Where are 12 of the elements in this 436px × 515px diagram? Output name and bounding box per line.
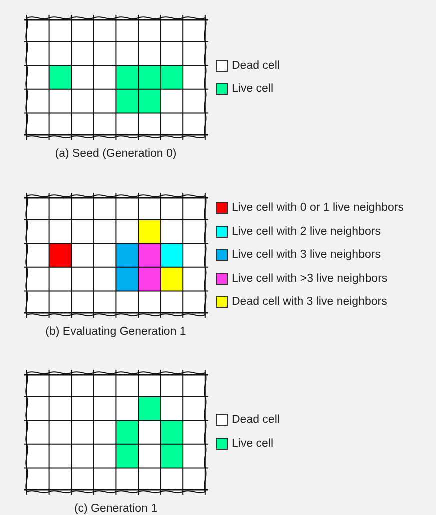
panel-caption: (c) Generation 1 (73, 503, 159, 515)
legend-label: Live cell with >3 live neighbors (232, 273, 388, 285)
legend-label: Live cell with 3 live neighbors (232, 249, 381, 261)
legend-label: Live cell (232, 438, 274, 450)
legend-label: Dead cell (232, 60, 280, 72)
legend-label: Dead cell with 3 live neighbors (232, 296, 388, 308)
panel-caption: (a) Seed (Generation 0) (54, 148, 178, 160)
legend-label: Live cell with 0 or 1 live neighbors (232, 202, 404, 214)
legend-label: Dead cell (232, 414, 280, 426)
legend-label: Live cell (232, 83, 274, 95)
legend-label: Live cell with 2 live neighbors (232, 226, 381, 238)
panel-caption: (b) Evaluating Generation 1 (44, 326, 188, 338)
